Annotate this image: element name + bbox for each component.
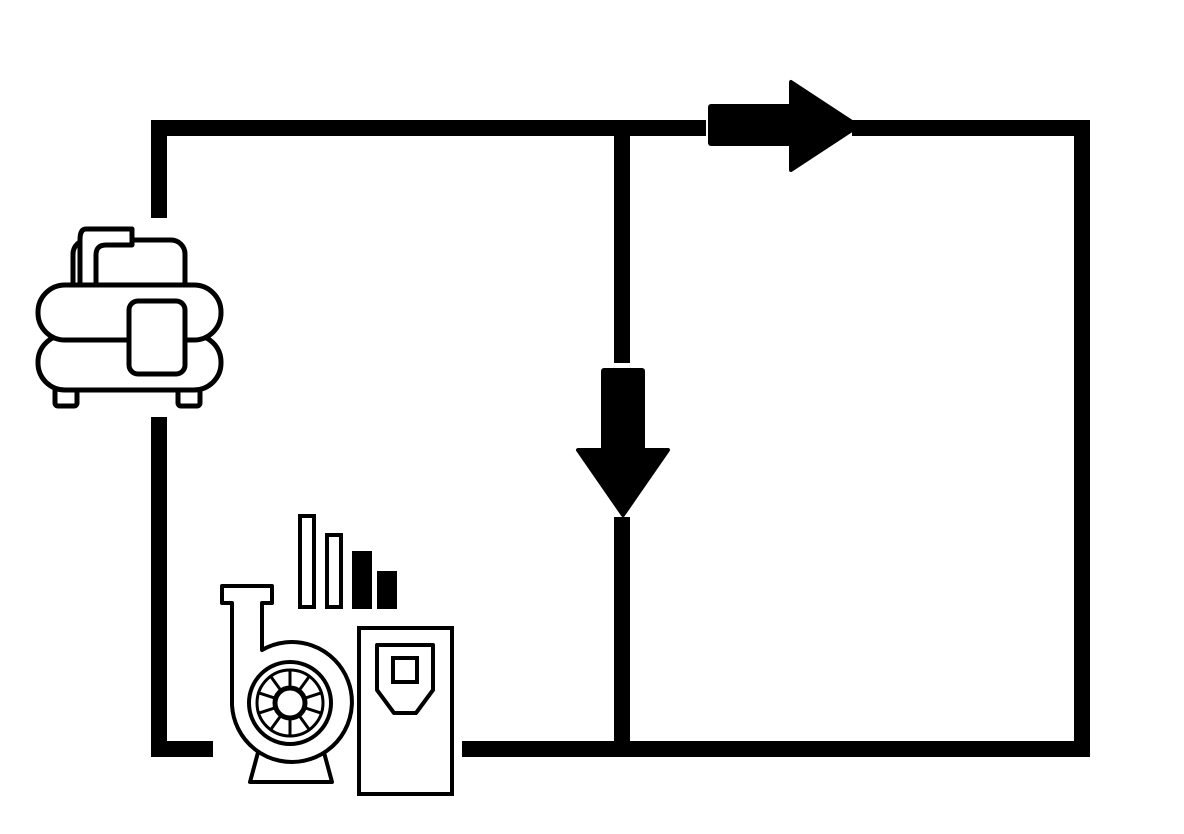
- pipe-network: [151, 120, 1090, 757]
- signal-bars-icon: [298, 514, 397, 609]
- air-compressor-icon: [35, 226, 224, 409]
- variable-frequency-drive-icon: [357, 626, 454, 796]
- flow-arrow-right-icon: [708, 80, 860, 172]
- flow-arrow-down-icon: [576, 368, 670, 517]
- centrifugal-pump-icon: [220, 584, 354, 784]
